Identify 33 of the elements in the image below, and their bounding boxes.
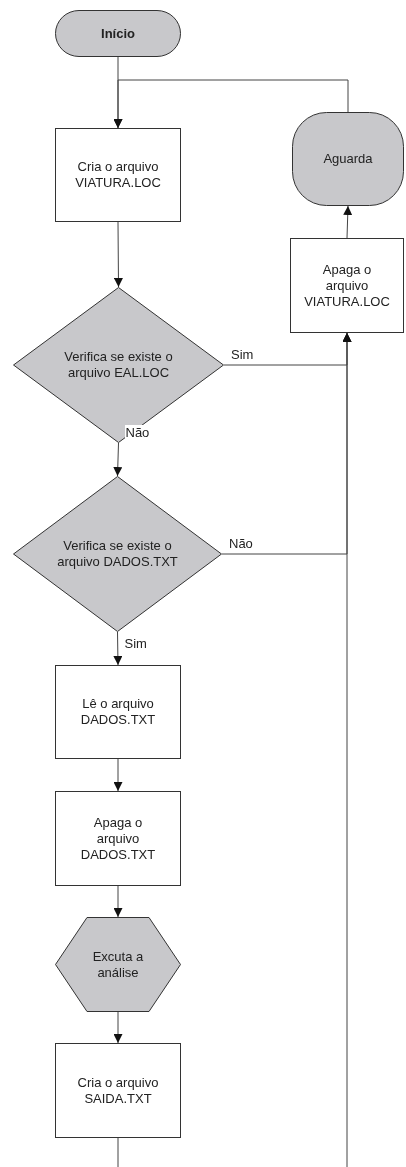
- edge-label: Não: [124, 425, 151, 440]
- start-terminal: [55, 10, 181, 57]
- edge-label: Não: [228, 536, 254, 551]
- flow-arrow: [113, 758, 123, 792]
- step-text: Início: [101, 25, 135, 42]
- process-box: [55, 128, 181, 222]
- delay-terminal: [292, 112, 404, 206]
- step-text: Cria o arquivo SAIDA.TXT: [76, 1074, 160, 1107]
- flow-arrow: [113, 885, 123, 918]
- step-text: Excuta a análise: [91, 948, 145, 981]
- step-text: Lê o arquivo DADOS.TXT: [79, 696, 157, 728]
- preparation-hexagon: [55, 917, 181, 1012]
- decision-diamond: [13, 476, 222, 632]
- flow-arrow: [113, 442, 123, 477]
- step-text: Apaga o arquivo VIATURA.LOC: [303, 261, 391, 310]
- edge-label: Sim: [123, 636, 148, 651]
- flow-arrow: [113, 79, 349, 129]
- connector-line: [117, 1137, 119, 1167]
- step-text: Aguarda: [323, 151, 373, 167]
- step-text: Verifica se existe o arquivo EAL.LOC: [63, 349, 174, 381]
- process-box: [55, 665, 181, 759]
- process-box: [290, 238, 404, 333]
- flow-arrow: [343, 205, 353, 239]
- decision-diamond: [13, 287, 224, 443]
- edge-label: Sim: [230, 347, 255, 362]
- step-text: Verifica se existe o arquivo DADOS.TXT: [56, 538, 179, 570]
- flow-arrow: [113, 1011, 123, 1044]
- step-text: Apaga o arquivo DADOS.TXT: [79, 814, 157, 863]
- process-box: [55, 1043, 181, 1138]
- step-text: Cria o arquivo VIATURA.LOC: [74, 159, 162, 191]
- process-box: [55, 791, 181, 886]
- flow-arrow: [113, 631, 123, 666]
- flow-arrow: [342, 332, 352, 1167]
